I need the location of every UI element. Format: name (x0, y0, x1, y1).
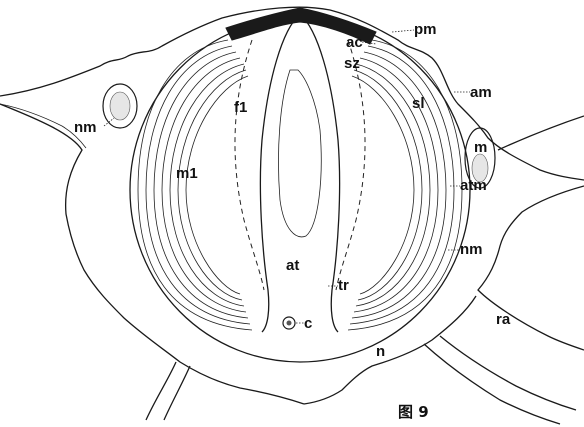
label-f1: f1 (234, 99, 247, 116)
leader-nm-left (104, 118, 114, 126)
label-m-right: m (474, 139, 487, 156)
outer-membrane-outline (0, 7, 584, 180)
body-outer-wall (130, 18, 470, 362)
label-am: am (470, 84, 492, 101)
label-sz: sz (344, 55, 360, 72)
label-c: c (304, 315, 312, 332)
figure-caption: 图 9 (398, 403, 429, 421)
label-tr: tr (338, 277, 349, 294)
dashed-boundary-right (336, 40, 365, 290)
left-nerve-core (110, 92, 130, 120)
right-upper-extension (498, 116, 584, 150)
right-tissue-lower-outline (478, 186, 584, 350)
label-at: at (286, 257, 299, 274)
bottom-left-prong (146, 362, 176, 420)
label-m1: m1 (176, 165, 198, 182)
lower-right-outline (304, 296, 476, 404)
bottom-left-prong-2 (164, 366, 190, 420)
bottom-right-prong (424, 344, 560, 424)
central-tube-right (300, 14, 340, 332)
label-sl: sl (412, 95, 425, 112)
right-muscle-layers (348, 40, 462, 330)
label-pm: pm (414, 21, 437, 38)
left-muscle-layers (138, 40, 252, 330)
label-ac: ac (346, 34, 363, 51)
central-tube (260, 14, 300, 332)
leader-pm (392, 30, 414, 32)
label-nm-left: nm (74, 119, 97, 136)
lower-left-outline (0, 104, 304, 404)
label-n: n (376, 343, 385, 360)
canal-core (287, 321, 292, 326)
label-atm: atm (460, 177, 487, 194)
central-core (278, 70, 321, 237)
label-ra: ra (496, 311, 511, 328)
dashed-boundary-left (235, 40, 264, 290)
label-nm-right: nm (460, 241, 483, 258)
